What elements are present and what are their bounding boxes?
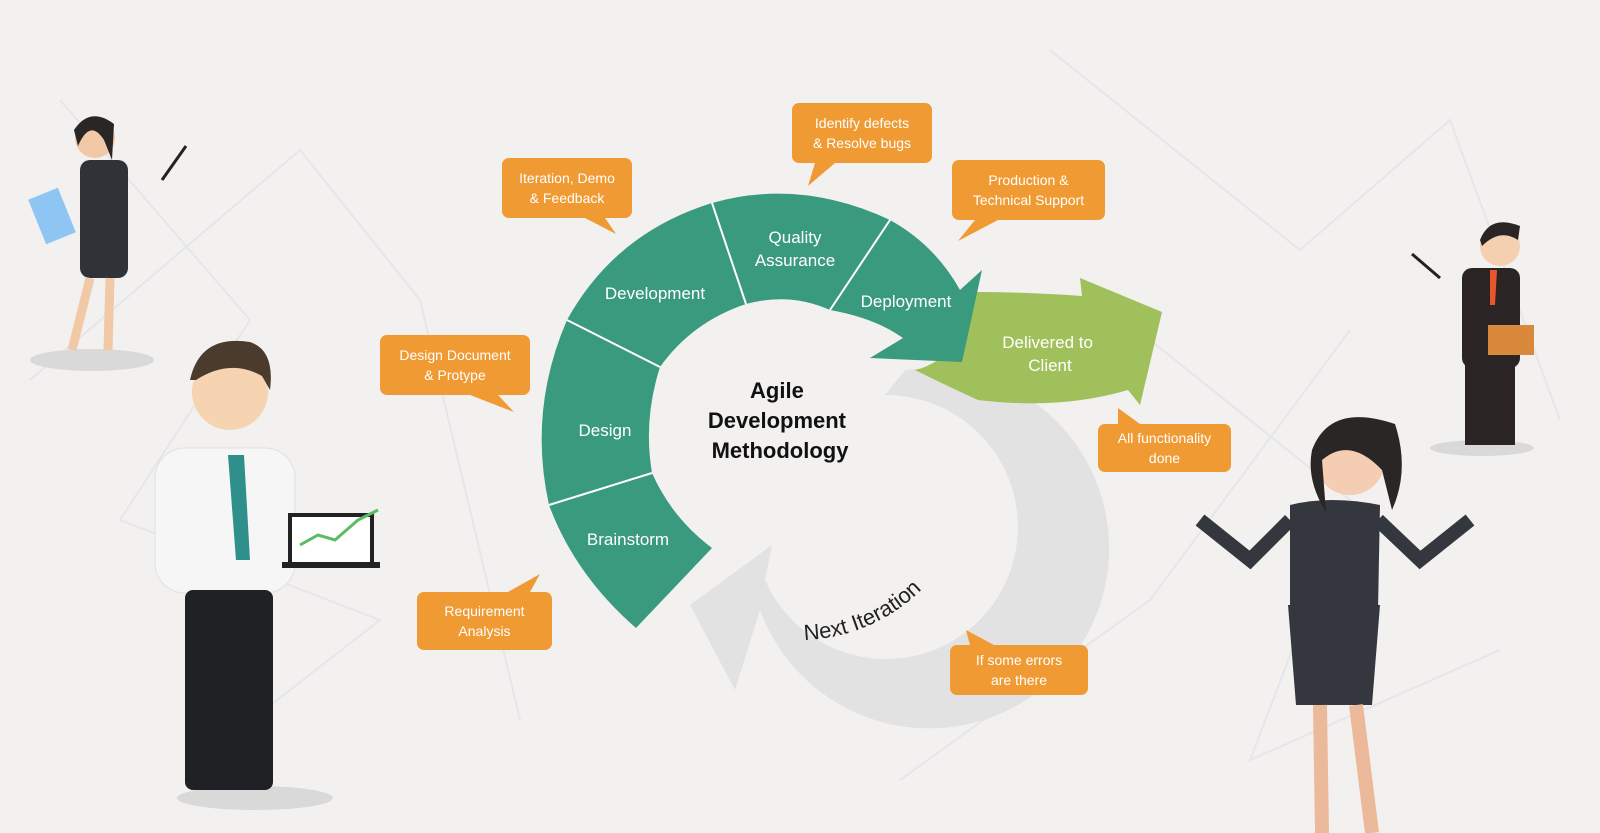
callout-tail — [508, 574, 540, 592]
callout-box — [952, 160, 1105, 220]
delivered-arrow: Delivered to Client — [915, 278, 1162, 405]
callout-tail — [470, 395, 514, 412]
callout-tail — [966, 630, 994, 645]
businesswoman-with-pointer-illustration — [28, 116, 188, 371]
callout-box — [417, 592, 552, 650]
callout-text: Identify defects& Resolve bugs — [813, 115, 911, 151]
callout-text: Iteration, Demo& Feedback — [519, 170, 615, 206]
callout-box — [502, 158, 632, 218]
callout-production-support: Production &Technical Support — [952, 160, 1105, 241]
cycle-segment-design — [541, 320, 660, 505]
callout-text: Production &Technical Support — [973, 172, 1084, 208]
segment-label-design: Design — [579, 421, 632, 440]
center-title: Agile Development Methodology — [708, 378, 852, 463]
segment-label-development: Development — [605, 284, 705, 303]
callout-tail — [585, 218, 616, 234]
cycle-segment-brainstorm — [549, 473, 712, 628]
delivered-label: Delivered to Client — [1002, 333, 1097, 375]
next-iteration-label: Next Iteration — [803, 575, 926, 645]
businessman-with-pointer-illustration — [1411, 222, 1534, 456]
callout-design-document: Design Document& Protype — [380, 335, 530, 412]
callout-box — [950, 645, 1088, 695]
callout-tail — [1118, 408, 1140, 424]
callout-tail — [958, 220, 998, 241]
businessman-with-laptop-illustration — [154, 340, 380, 810]
cycle-segment-development — [567, 203, 746, 367]
businesswoman-shrugging-illustration — [1195, 417, 1475, 833]
cycle-segment-deployment — [830, 220, 982, 362]
callout-box — [792, 103, 932, 163]
callout-text: Design Document& Protype — [399, 347, 510, 383]
cycle-dividers — [548, 202, 891, 506]
cycle-segment-quality-assurance — [712, 193, 890, 310]
segment-label-brainstorm: Brainstorm — [587, 530, 669, 549]
callout-tail — [808, 163, 835, 186]
callout-iteration-demo: Iteration, Demo& Feedback — [502, 158, 632, 234]
callout-box — [380, 335, 530, 395]
callout-identify-defects: Identify defects& Resolve bugs — [792, 103, 932, 186]
segment-label-deployment: Deployment — [861, 292, 952, 311]
callout-box — [1098, 424, 1231, 472]
